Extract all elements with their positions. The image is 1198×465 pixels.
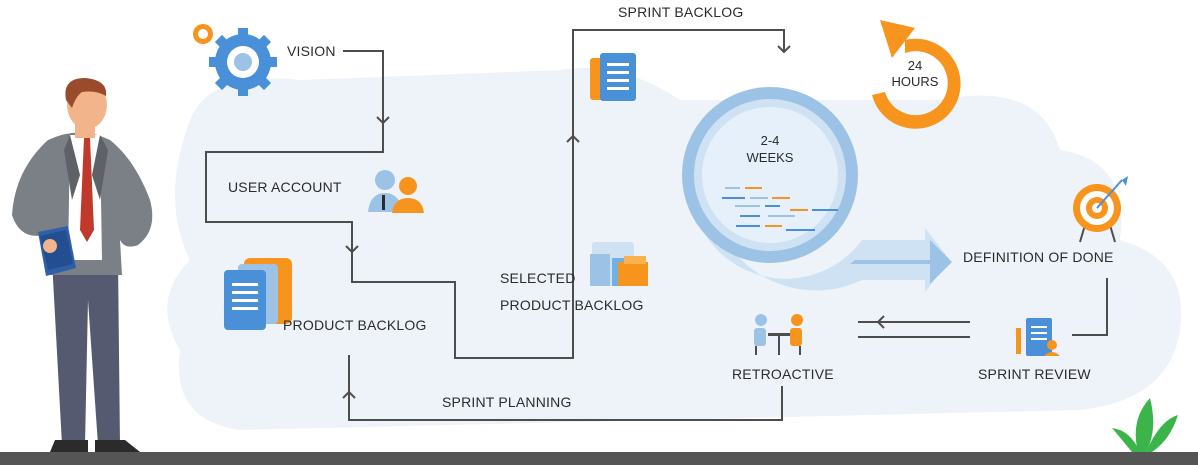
daily-cycle-arrow-icon [872,20,961,129]
plant-icon [1112,398,1178,452]
task-dashes [722,187,838,231]
ground-line [0,452,1198,465]
label-hours-number: 24 [907,58,923,73]
gear-icon [193,24,277,96]
review-document-icon [1016,318,1060,356]
arrowheads [342,45,885,399]
label-retroactive: RETROACTIVE [732,366,834,382]
label-sprint-planning: SPRINT PLANNING [442,394,572,410]
flow-connectors [205,29,1108,421]
notebook-icon [590,53,636,101]
background-blobs [167,68,1182,430]
label-vision: VISION [287,43,336,59]
target-icon [1073,176,1128,243]
businessman-illustration [12,78,153,452]
label-selected-product-backlog: PRODUCT BACKLOG [500,297,644,313]
label-user-account: USER ACCOUNT [228,179,342,195]
label-sprint-backlog: SPRINT BACKLOG [618,4,744,20]
label-sprint-review: SPRINT REVIEW [978,366,1091,382]
label-weeks-number: 2-4 [760,133,780,148]
users-icon [368,170,424,213]
label-product-backlog: PRODUCT BACKLOG [283,317,427,333]
label-selected: SELECTED [500,270,576,286]
stacked-files-icon [590,242,648,286]
documents-icon [224,258,292,330]
label-weeks: WEEKS [746,150,794,165]
label-hours: HOURS [891,74,939,89]
sprint-cycle-ring [682,87,952,292]
label-definition-of-done: DEFINITION OF DONE [963,249,1114,265]
meeting-icon [754,314,803,355]
